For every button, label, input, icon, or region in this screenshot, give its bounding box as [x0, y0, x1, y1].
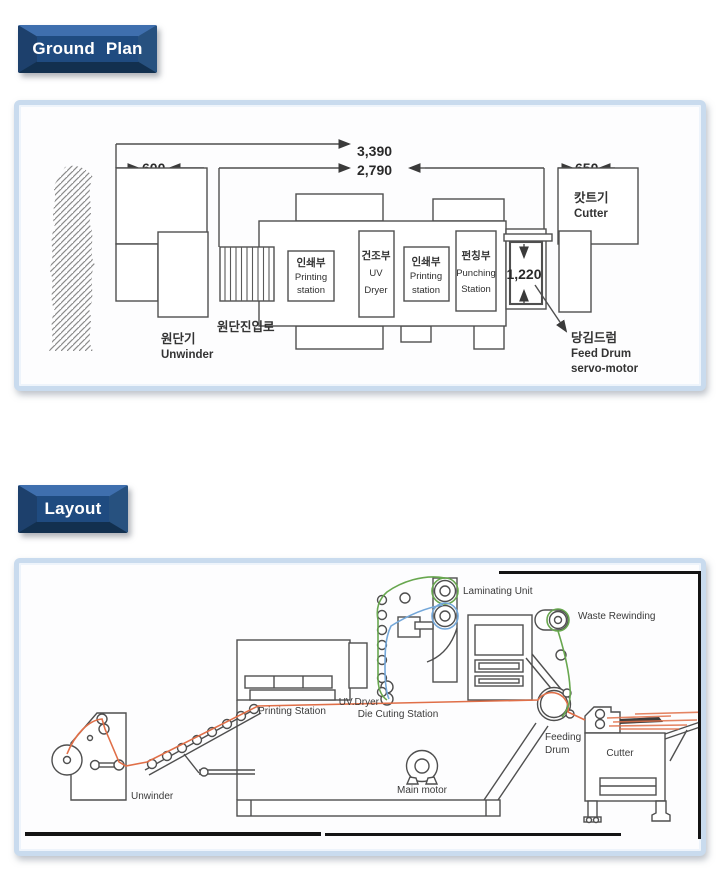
feed-drum-plan: 1,220 당김드럼 Feed Drum servo-motor [503, 228, 639, 375]
dim-total: 3,390 [357, 143, 392, 159]
unwinder-en: Unwinder [161, 349, 214, 361]
punching-en1: Punching [456, 268, 496, 279]
dim-feed-drum: 1,220 [506, 266, 541, 282]
ground-plan-header-label: Ground Plan [32, 39, 143, 58]
printing-station-label: Printing Station [258, 706, 326, 717]
printing1-en2: station [297, 285, 325, 296]
feed-drum-en1: Feed Drum [571, 348, 631, 360]
layout-panel: Laminating Unit Waste Rewinding Printing… [14, 558, 706, 856]
cutter-plan: 캇트기 Cutter [557, 167, 639, 313]
entry-ko: 원단진입로 [217, 319, 275, 334]
unwinder-plan: 원단기 Unwinder [115, 167, 214, 361]
wall-hatch [49, 165, 95, 351]
cutter-label: Cutter [606, 748, 634, 759]
unwinder-label: Unwinder [131, 791, 174, 802]
printing-station-2: 인쇄부 Printing station [403, 246, 450, 302]
layout-header: Layout [18, 485, 128, 533]
layout-diagram: Laminating Unit Waste Rewinding Printing… [25, 571, 701, 839]
layout-header-face [37, 496, 109, 522]
ground-plan-panel: 3,390 2,790 600 650 원단기 Unwinder 원단진입로 [14, 100, 706, 391]
dryer-ko: 건조부 [362, 249, 391, 262]
unwinder-ko: 원단기 [161, 331, 196, 346]
dryer-en1: UV [369, 268, 383, 279]
cutter-en: Cutter [574, 208, 608, 220]
dim-machine: 2,790 [357, 162, 392, 178]
printing2-en2: station [412, 285, 440, 296]
main-motor-label: Main motor [397, 785, 448, 796]
punching-en2: Station [461, 284, 491, 295]
ground-plan-header: Ground Plan [18, 25, 157, 73]
ground-plan-header-face [37, 36, 138, 62]
web-entry: 원단진입로 [217, 246, 275, 334]
punching-station: 펀칭부 Punching Station [455, 230, 497, 312]
dryer-en2: Dryer [364, 285, 387, 296]
ground-plan-diagram: 3,390 2,790 600 650 원단기 Unwinder 원단진입로 [49, 139, 639, 375]
layout-header-label: Layout [44, 499, 102, 518]
laminating-unit-label: Laminating Unit [463, 586, 533, 597]
layout-machine-outlines [51, 577, 701, 824]
printing2-en1: Printing [410, 271, 442, 282]
feeding-drum-label-2: Drum [545, 745, 569, 756]
web-paths [66, 576, 701, 767]
uv-dryer-label: UV.Dryer [339, 697, 380, 708]
printing1-ko: 인쇄부 [297, 256, 326, 269]
layout-labels: Laminating Unit Waste Rewinding Printing… [131, 586, 655, 802]
feeding-drum-label-1: Feeding [545, 732, 581, 743]
printing2-ko: 인쇄부 [412, 255, 441, 268]
ground-plan-header-bevel [18, 25, 157, 73]
feed-drum-ko: 당김드럼 [571, 330, 617, 345]
printing1-en1: Printing [295, 272, 327, 283]
waste-rewinding-label: Waste Rewinding [578, 611, 655, 622]
cutter-ko: 캇트기 [574, 190, 609, 205]
layout-header-bevel [18, 485, 128, 533]
printing-station-1: 인쇄부 Printing station [287, 250, 335, 302]
scan-marks [25, 571, 701, 839]
feed-drum-en2: servo-motor [571, 363, 639, 375]
punching-ko: 펀칭부 [462, 249, 491, 262]
uv-dryer-station: 건조부 UV Dryer [358, 230, 395, 318]
die-cutting-station-label: Die Cuting Station [358, 709, 439, 720]
